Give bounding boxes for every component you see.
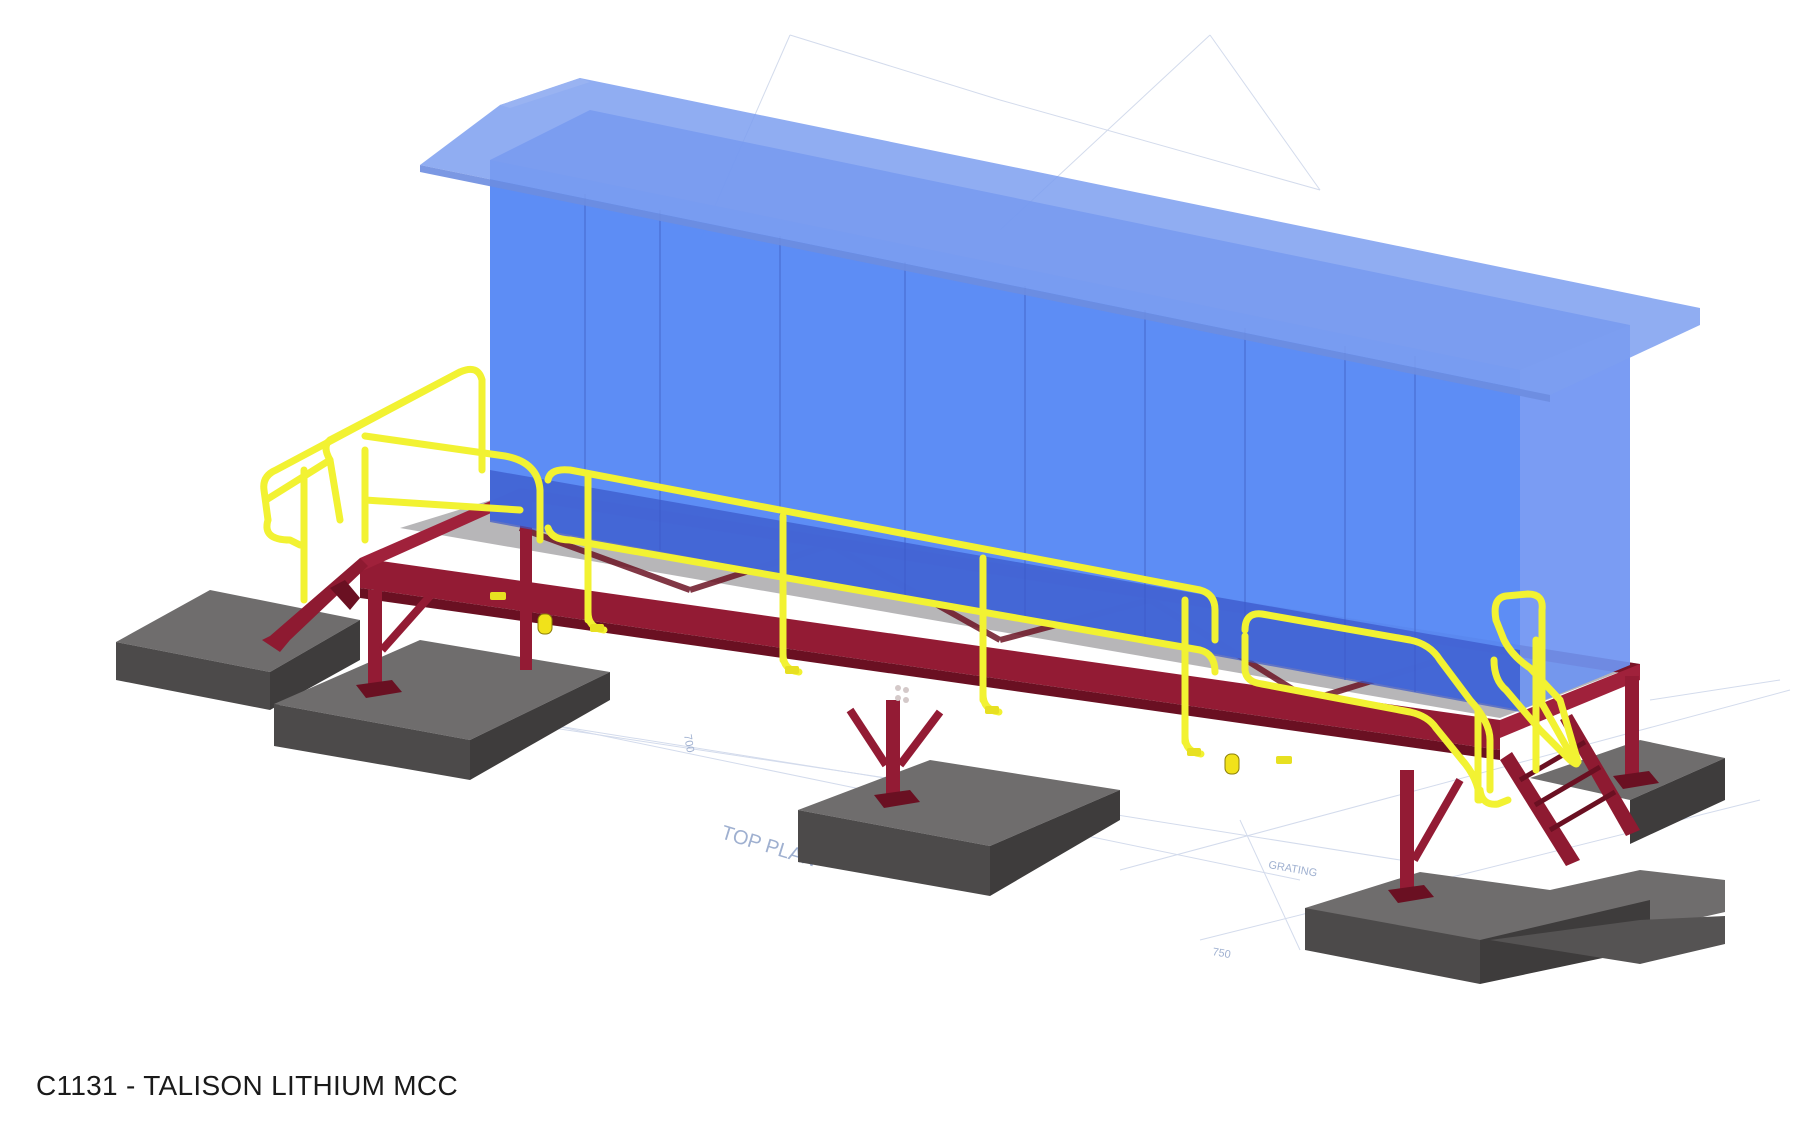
grating-label: GRATING — [1267, 859, 1318, 879]
mcc-building — [420, 78, 1700, 712]
dimension-700-label: 700 — [681, 733, 696, 753]
concrete-footings — [116, 590, 1725, 984]
drawing-caption: C1131 - TALISON LITHIUM MCC — [36, 1070, 458, 1101]
handrail-base-plates — [490, 592, 1292, 764]
dimension-750-label: 750 — [1211, 946, 1231, 961]
